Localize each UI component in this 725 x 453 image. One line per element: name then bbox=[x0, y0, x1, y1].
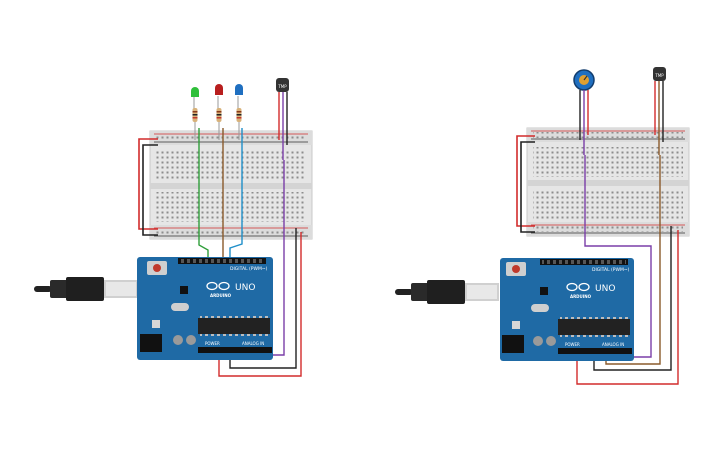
analog-label: ANALOG IN bbox=[242, 341, 264, 346]
arduino-board[interactable]: DIGITAL (PWM~) ARDUINO UNO POWER ANALOG … bbox=[137, 257, 273, 360]
power-analog-header bbox=[198, 347, 272, 353]
ground-rail-wire bbox=[142, 144, 158, 236]
power-label: POWER bbox=[565, 342, 580, 347]
breadboard[interactable] bbox=[526, 127, 690, 237]
reset-button[interactable] bbox=[512, 265, 520, 273]
ground-rail-wire bbox=[520, 141, 535, 233]
reset-button[interactable] bbox=[153, 264, 161, 272]
green-led[interactable] bbox=[191, 87, 199, 140]
potentiometer[interactable] bbox=[573, 69, 595, 155]
microcontroller-chip bbox=[558, 319, 630, 335]
power-rail-wire bbox=[138, 138, 158, 230]
digital-label: DIGITAL (PWM~) bbox=[230, 266, 268, 272]
power-label: POWER bbox=[205, 341, 220, 346]
temperature-sensor[interactable]: TMP bbox=[653, 67, 666, 155]
usb-cable bbox=[34, 277, 138, 301]
circuit-1: TMP DIGITAL (PWM~) bbox=[34, 78, 313, 377]
circuit-2: TMP DIGITAL (PWM~) bbox=[395, 67, 690, 385]
arduino-logo: ARDUINO bbox=[566, 282, 592, 299]
uno-label: UNO bbox=[235, 283, 255, 293]
microcontroller-chip bbox=[198, 318, 270, 334]
svg-text:ARDUINO: ARDUINO bbox=[210, 293, 232, 298]
sensor-label: TMP bbox=[277, 84, 287, 89]
power-jack bbox=[140, 334, 162, 352]
red-led[interactable] bbox=[215, 84, 223, 140]
power-analog-header bbox=[558, 348, 632, 354]
chip-small bbox=[540, 287, 548, 295]
blue-led[interactable] bbox=[235, 84, 243, 140]
red-wire bbox=[576, 230, 679, 385]
temperature-sensor[interactable]: TMP bbox=[276, 78, 289, 160]
green-wire bbox=[198, 128, 209, 258]
power-rail-wire bbox=[516, 135, 535, 227]
analog-label: ANALOG IN bbox=[602, 342, 624, 347]
digital-label: DIGITAL (PWM~) bbox=[592, 267, 630, 273]
chip-small bbox=[180, 286, 188, 294]
uno-label: UNO bbox=[595, 284, 615, 294]
arduino-logo: ARDUINO bbox=[206, 281, 232, 298]
breadboard[interactable] bbox=[149, 130, 313, 240]
blue-wire bbox=[229, 128, 243, 258]
arduino-board[interactable]: DIGITAL (PWM~) ARDUINO UNO POWER ANALOG … bbox=[500, 258, 634, 361]
red-wire bbox=[218, 232, 302, 377]
power-jack bbox=[502, 335, 524, 353]
svg-text:ARDUINO: ARDUINO bbox=[570, 294, 592, 299]
sensor-label: TMP bbox=[654, 73, 664, 78]
usb-cable bbox=[395, 280, 499, 304]
